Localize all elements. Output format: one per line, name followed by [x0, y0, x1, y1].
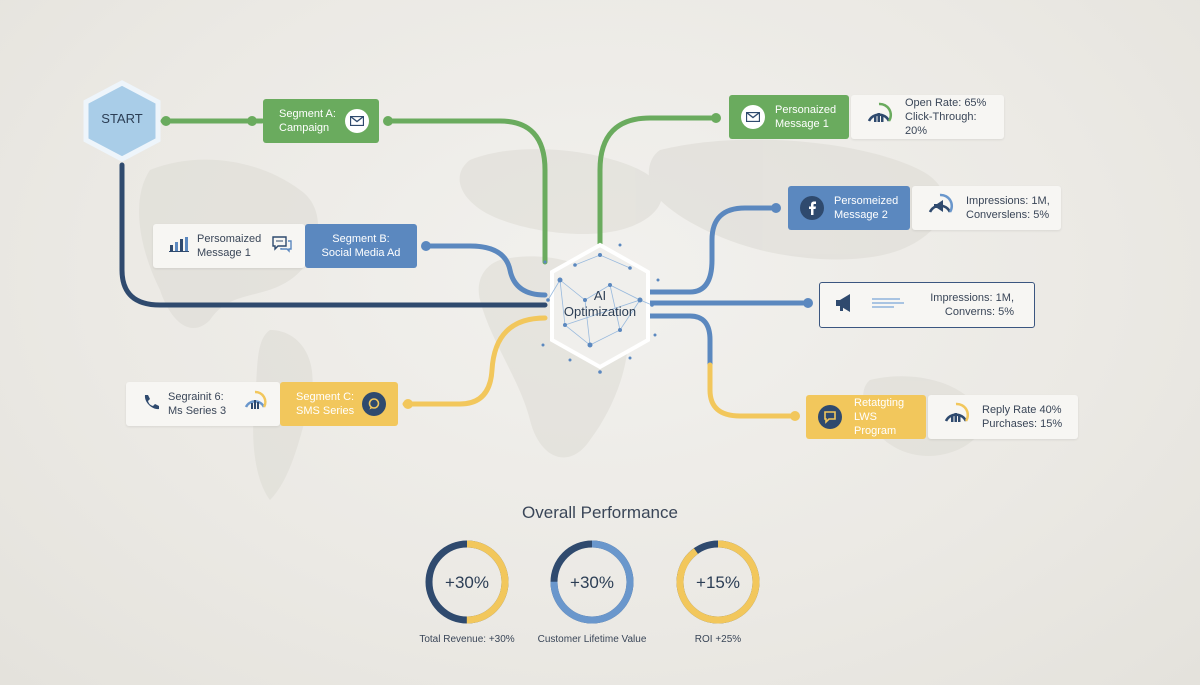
output-1-line1: Personaized — [775, 104, 837, 116]
segment-a-node[interactable]: Segment A: Campaign — [263, 99, 379, 143]
connector-hub-out1 — [597, 115, 719, 265]
connector-dot — [383, 116, 393, 126]
start-node[interactable]: START — [86, 111, 158, 126]
output-1-stat2: Click-Through: 20% — [905, 111, 977, 137]
left-segment-line2: Ms Series 3 — [168, 405, 227, 417]
segment-a-line2: Campaign — [279, 122, 330, 134]
chat-icon — [362, 392, 386, 416]
connector-dot — [711, 113, 721, 123]
connector-hub-out2 — [647, 205, 779, 295]
connector-dot — [790, 411, 800, 421]
segment-b-line2: Social Media Ad — [321, 247, 401, 259]
chat-icon — [271, 235, 293, 257]
output-3-node[interactable]: Impressions: 1M, Converns: 5% — [819, 282, 1035, 328]
donut-value: +15% — [696, 573, 740, 592]
donut-roi: +15% — [676, 540, 760, 624]
connector-hub-out4-a — [647, 313, 713, 368]
segment-c-node[interactable]: Segment C: SMS Series — [280, 382, 398, 426]
output-4-node[interactable]: Retatgting LWS Program — [806, 395, 926, 439]
segment-a-line1: Segment A: — [279, 108, 336, 120]
output-1-line2: Message 1 — [775, 118, 829, 130]
left-message-card[interactable]: Persomaized Message 1 — [153, 224, 305, 268]
performance-title: Overall Performance — [522, 503, 678, 522]
connector-dot — [403, 399, 413, 409]
ai-hub-line1: AI — [593, 288, 607, 303]
envelope-icon — [741, 105, 765, 129]
donut-label-revenue: Total Revenue: +30% — [419, 634, 515, 645]
output-4-stat2: Purchases: 15% — [982, 418, 1063, 430]
segment-b-node[interactable]: Segment B: Social Media Ad — [305, 224, 417, 268]
donut-clv: +30% — [550, 540, 634, 624]
output-4-stats: Reply Rate 40% Purchases: 15% — [928, 395, 1078, 439]
left-message-line1: Persomaized — [197, 233, 262, 245]
donut-arc — [676, 540, 760, 624]
output-2-stats: Impressions: 1M, Converslens: 5% — [912, 186, 1061, 230]
donut-label-roi: ROI +25% — [694, 634, 742, 645]
chat-icon — [818, 405, 842, 429]
output-2-stat2: Converslens: 5% — [966, 209, 1050, 221]
donut-value: +30% — [570, 573, 614, 592]
segment-c-line2: SMS Series — [296, 405, 355, 417]
output-1-stats: Open Rate: 65% Click-Through: 20% — [851, 95, 1004, 139]
output-4-stat1: Reply Rate 40% — [982, 404, 1062, 416]
output-2-node[interactable]: Persomeized Message 2 — [788, 186, 910, 230]
connector-segment-c-hub — [402, 315, 548, 407]
segment-c-line1: Segment C: — [296, 391, 355, 403]
ai-hub-line2: Optimization — [563, 304, 637, 319]
left-message-line2: Message 1 — [197, 247, 251, 259]
output-1-node[interactable]: Personaized Message 1 — [729, 95, 849, 139]
megaphone-icon — [926, 192, 954, 224]
output-2-line2: Message 2 — [834, 209, 888, 221]
left-segment-line1: Segrainit 6: — [168, 391, 224, 403]
start-label: START — [101, 111, 143, 126]
output-3-stat2: Converns: 5% — [944, 306, 1014, 318]
gauge-icon — [942, 401, 970, 433]
donut-arc — [550, 540, 634, 624]
left-segment-card[interactable]: Segrainit 6: Ms Series 3 — [126, 382, 280, 426]
connector-segment-b-hub — [421, 243, 548, 298]
output-3-stat1: Impressions: 1M, — [930, 292, 1014, 304]
signal-lines-icon — [870, 296, 904, 314]
start-node-shape — [83, 80, 161, 162]
segment-b-line1: Segment B: — [332, 233, 390, 245]
connector-start-hub — [119, 162, 548, 308]
donut-revenue: +30% — [425, 540, 509, 624]
output-2-line1: Persomeized — [834, 195, 899, 207]
connector-hub-out4-b — [707, 362, 798, 419]
output-4-line1: Retatgting — [854, 397, 905, 409]
performance-donuts: +30% +30% +15% — [425, 540, 760, 624]
connector-segment-a-hub — [385, 118, 548, 265]
donut-arc — [425, 540, 509, 624]
bar-chart-icon — [169, 236, 189, 256]
connector-dot — [161, 116, 171, 126]
donut-label-clv: Customer Lifetime Value — [537, 634, 647, 645]
connector-dot — [247, 116, 257, 126]
facebook-icon — [800, 196, 824, 220]
output-1-stat1: Open Rate: 65% — [905, 97, 987, 109]
donut-value: +30% — [445, 573, 489, 592]
output-2-stat1: Impressions: 1M, — [966, 195, 1050, 207]
gauge-icon — [242, 389, 268, 419]
connector-dot — [803, 298, 813, 308]
connector-dot — [771, 203, 781, 213]
megaphone-icon — [834, 293, 858, 317]
phone-icon — [142, 393, 160, 415]
gauge-icon — [865, 101, 893, 133]
output-4-line2: LWS Program — [854, 411, 897, 437]
ai-hub-node[interactable]: AI Optimization — [552, 288, 648, 320]
envelope-icon — [345, 109, 369, 133]
connector-dot — [421, 241, 431, 251]
ai-hub-shape — [541, 242, 660, 374]
